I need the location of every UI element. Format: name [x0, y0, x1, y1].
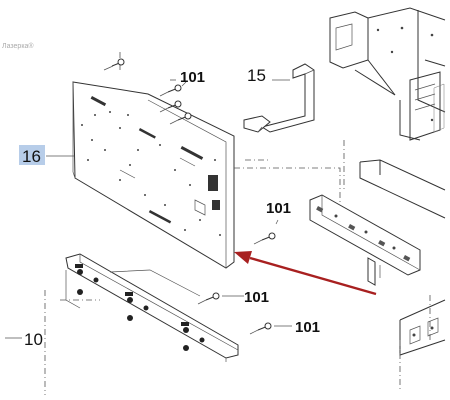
label-part-101-mid[interactable]: 101 [266, 200, 291, 217]
watermark: Лазерка® [2, 42, 34, 50]
screw-lower-1 [197, 292, 220, 305]
connector-rail [309, 194, 421, 286]
label-part-101-bottom[interactable]: 101 [295, 319, 320, 336]
screws [103, 58, 276, 335]
label-part-101-lower[interactable]: 101 [244, 289, 269, 306]
screw-lower-2 [249, 322, 272, 335]
chassis-frame [329, 7, 446, 141]
screw-mid-right [253, 232, 276, 245]
screw-top-2 [159, 100, 182, 113]
indicator-arrow [234, 251, 377, 296]
screw-top-3 [169, 112, 192, 125]
pcb-board [72, 81, 235, 269]
label-part-15[interactable]: 15 [247, 66, 266, 85]
screw-top-1 [159, 84, 182, 97]
screw-top-left [103, 58, 125, 71]
label-part-10[interactable]: 10 [24, 330, 43, 349]
lower-board [65, 253, 239, 362]
bracket-15 [243, 63, 315, 133]
leader-lines [5, 79, 292, 339]
label-part-101-top[interactable]: 101 [180, 69, 205, 86]
highlight-16 [19, 145, 45, 165]
label-part-16[interactable]: 16 [22, 147, 41, 166]
